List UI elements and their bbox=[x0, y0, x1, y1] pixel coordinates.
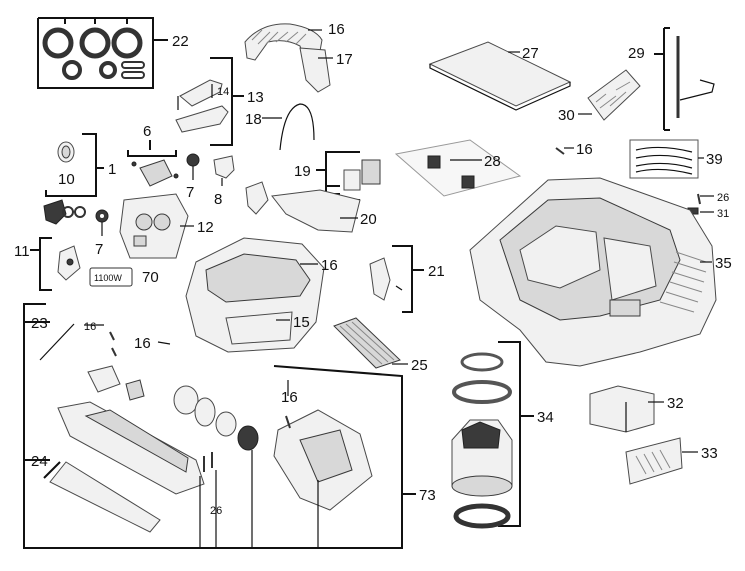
part-1-10-cap: 1 10 bbox=[43, 133, 116, 225]
part-22-seal-rings: 22 bbox=[37, 17, 189, 89]
callout-13: 13 bbox=[247, 89, 264, 106]
callout-18: 18 bbox=[245, 111, 262, 128]
callout-16-housing: 16 bbox=[281, 389, 298, 406]
callout-24: 24 bbox=[31, 453, 48, 470]
callout-1: 1 bbox=[108, 161, 116, 178]
callout-17: 17 bbox=[336, 51, 353, 68]
part-12-panel: 12 bbox=[119, 193, 214, 259]
part-20-cover: 20 bbox=[245, 181, 377, 233]
callout-12: 12 bbox=[197, 219, 214, 236]
part-16-screw-right: 16 bbox=[555, 141, 593, 158]
callout-10: 10 bbox=[58, 171, 75, 188]
callout-30: 30 bbox=[558, 107, 575, 124]
callout-16-top: 16 bbox=[328, 21, 345, 38]
part-33-grille: 33 bbox=[625, 437, 718, 485]
part-13-bracket: 13 14 bbox=[175, 57, 264, 146]
callout-8: 8 bbox=[214, 191, 222, 208]
callout-34: 34 bbox=[537, 409, 554, 426]
callout-32: 32 bbox=[667, 395, 684, 412]
part-29-30-board: 29 30 bbox=[558, 27, 715, 131]
callout-11: 11 bbox=[14, 243, 30, 260]
callout-26-lower: 26 bbox=[210, 505, 222, 517]
callout-26-right: 26 bbox=[717, 192, 729, 204]
callout-20: 20 bbox=[360, 211, 377, 228]
part-32-block: 32 bbox=[589, 385, 684, 433]
part-26-31-small: 26 31 bbox=[687, 192, 729, 220]
callout-29: 29 bbox=[628, 45, 645, 62]
callout-14: 14 bbox=[217, 86, 229, 98]
part-70-power-label: 1100W 70 bbox=[89, 267, 159, 287]
part-25-filter: 25 bbox=[333, 317, 428, 374]
part-7-fitting-left: 7 bbox=[95, 209, 109, 258]
callout-19: 19 bbox=[294, 163, 311, 180]
part-7-fitting-mid: 7 bbox=[186, 153, 200, 201]
part-15-upper-body: 16 15 16 bbox=[134, 237, 338, 353]
callout-33: 33 bbox=[701, 445, 718, 462]
callout-7-left: 7 bbox=[95, 241, 103, 258]
part-34-motor: 34 bbox=[451, 341, 554, 529]
part-21-release: 21 bbox=[369, 245, 445, 313]
callout-25: 25 bbox=[411, 357, 428, 374]
callout-70: 70 bbox=[142, 269, 159, 286]
power-rating-badge-text: 1100W bbox=[94, 273, 122, 283]
part-23-hose-fitting: 16 bbox=[39, 321, 145, 401]
callout-22: 22 bbox=[172, 33, 189, 50]
part-11-bracket: 11 bbox=[14, 237, 81, 291]
part-17-handle: 16 17 bbox=[244, 21, 353, 93]
callout-73: 73 bbox=[419, 487, 436, 504]
callout-39: 39 bbox=[706, 151, 723, 168]
part-8-clip: 8 bbox=[213, 155, 235, 208]
part-27-plate: 27 bbox=[428, 41, 572, 111]
part-73-wheels-housing: 16 bbox=[173, 380, 373, 548]
part-23-24-73-assembly-frame: 23 24 73 bbox=[23, 303, 436, 549]
part-26-screws-lower: 26 bbox=[199, 452, 222, 548]
callout-6: 6 bbox=[143, 123, 151, 140]
part-18-wire: 18 bbox=[245, 103, 315, 151]
callout-21: 21 bbox=[428, 263, 445, 280]
part-24-nozzle bbox=[43, 401, 205, 533]
part-35-base-housing: 35 bbox=[469, 177, 732, 367]
part-6-connector: 6 bbox=[127, 123, 179, 187]
callout-23: 23 bbox=[31, 315, 48, 332]
callout-15: 15 bbox=[293, 314, 310, 331]
callout-16-lower: 16 bbox=[84, 321, 96, 333]
callout-7-mid: 7 bbox=[186, 184, 194, 201]
callout-16-right: 16 bbox=[576, 141, 593, 158]
callout-28: 28 bbox=[484, 153, 501, 170]
callout-16-body: 16 bbox=[321, 257, 338, 274]
part-39-wire-bundle: 39 bbox=[629, 139, 723, 179]
callout-35: 35 bbox=[715, 255, 732, 272]
part-28-switches: 28 bbox=[394, 139, 522, 197]
callout-27: 27 bbox=[522, 45, 539, 62]
callout-31: 31 bbox=[717, 208, 729, 220]
callout-16-left-body: 16 bbox=[134, 335, 151, 352]
